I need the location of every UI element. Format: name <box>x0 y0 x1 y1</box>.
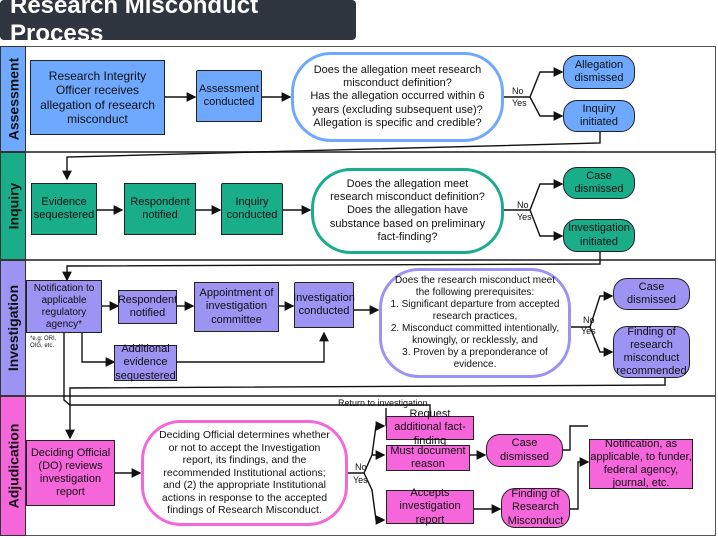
additional-evidence: Additional evidence sequestered <box>114 343 177 382</box>
yes-label: Yes <box>353 475 368 485</box>
criterion-2: 2. Misconduct committed intentionally, k… <box>390 323 560 346</box>
connector <box>348 450 386 474</box>
evidence-sequestered: Evidence sequestered <box>31 183 97 235</box>
lane-body <box>26 152 716 260</box>
investigation-initiated: Investigation initiated <box>563 219 635 252</box>
lane-body <box>26 396 716 536</box>
finding-of-misconduct: Finding of Research Misconduct <box>501 488 570 528</box>
deciding-official-review: Deciding Official (DO) reviews investiga… <box>26 440 115 506</box>
lane-adjudication: Adjudication <box>0 396 718 536</box>
yes-label: Yes <box>512 98 527 108</box>
case-dismissed: Case dismissed <box>486 434 563 467</box>
no-label: No <box>517 200 529 210</box>
adjudication-decision: Deciding Official determines whether or … <box>141 420 348 526</box>
connector <box>371 421 386 456</box>
finding-recommended: Finding of research misconduct recommend… <box>613 326 690 378</box>
regulatory-notification: Notification to applicable regulatory ag… <box>26 280 102 333</box>
lane-label-investigation: Investigation <box>0 260 26 396</box>
connector <box>63 333 431 416</box>
respondent-notified: Respondent notified <box>124 183 196 235</box>
final-notification: Notification, as applicable, to funder, … <box>589 437 693 490</box>
connector <box>529 209 564 241</box>
respondent-notified: Respondent notified <box>118 290 177 324</box>
connector <box>504 67 564 98</box>
request-fact-finding: Request additional fact-finding <box>386 408 474 447</box>
investigation-conducted: Investigation conducted <box>293 282 355 328</box>
accepts-report: Accepts investigation report <box>386 487 474 526</box>
connector <box>363 472 386 525</box>
case-dismissed: Case dismissed <box>613 278 690 310</box>
lane-investigation: Investigation <box>0 260 718 396</box>
case-dismissed: Case dismissed <box>563 167 635 199</box>
inquiry-conducted: Inquiry conducted <box>221 183 283 235</box>
lane-label-inquiry: Inquiry <box>0 152 26 260</box>
yes-label: Yes <box>581 326 596 336</box>
assessment-conducted: Assessment conducted <box>196 70 262 122</box>
footnote: *e.g: ORI, OIG, etc. <box>30 336 57 349</box>
connector <box>62 252 601 282</box>
criterion-3: 3. Proven by a preponderance of evidence… <box>402 347 548 370</box>
lane-label-assessment: Assessment <box>0 46 26 152</box>
connector <box>571 291 614 328</box>
connector <box>563 425 588 451</box>
assessment-decision: Does the allegation meet research miscon… <box>291 52 504 142</box>
connector <box>62 131 601 181</box>
allegation-dismissed: Allegation dismissed <box>563 55 635 89</box>
inquiry-initiated: Inquiry initiated <box>563 100 635 132</box>
lane-assessment: Assessment <box>0 46 718 152</box>
connector <box>570 457 590 510</box>
no-label: No <box>355 462 367 472</box>
must-document-reason: Must document reason <box>386 445 470 471</box>
rio-receives-allegation: Research Integrity Officer receives alle… <box>30 60 165 135</box>
question-intro: Does the research misconduct meet the fo… <box>394 275 556 298</box>
no-label: No <box>512 86 524 96</box>
return-to-investigation: Return to investigation <box>338 398 428 408</box>
connector <box>65 378 666 440</box>
connector <box>177 331 329 363</box>
connector <box>529 96 564 121</box>
criterion-1: 1. Significant departure from accepted r… <box>390 299 560 322</box>
investigation-decision: Does the research misconduct meet the fo… <box>379 268 571 378</box>
lane-inquiry: Inquiry <box>0 152 718 260</box>
no-label: No <box>583 315 595 325</box>
connector <box>589 326 614 357</box>
lane-label-adjudication: Adjudication <box>0 396 26 536</box>
lane-body <box>26 260 716 396</box>
committee-appointment: Appointment of investigation committee <box>194 282 279 332</box>
lane-body <box>26 46 716 152</box>
yes-label: Yes <box>517 212 532 222</box>
inquiry-decision: Does the allegation meet research miscon… <box>311 168 504 254</box>
connector <box>504 179 564 211</box>
connector <box>81 333 116 367</box>
